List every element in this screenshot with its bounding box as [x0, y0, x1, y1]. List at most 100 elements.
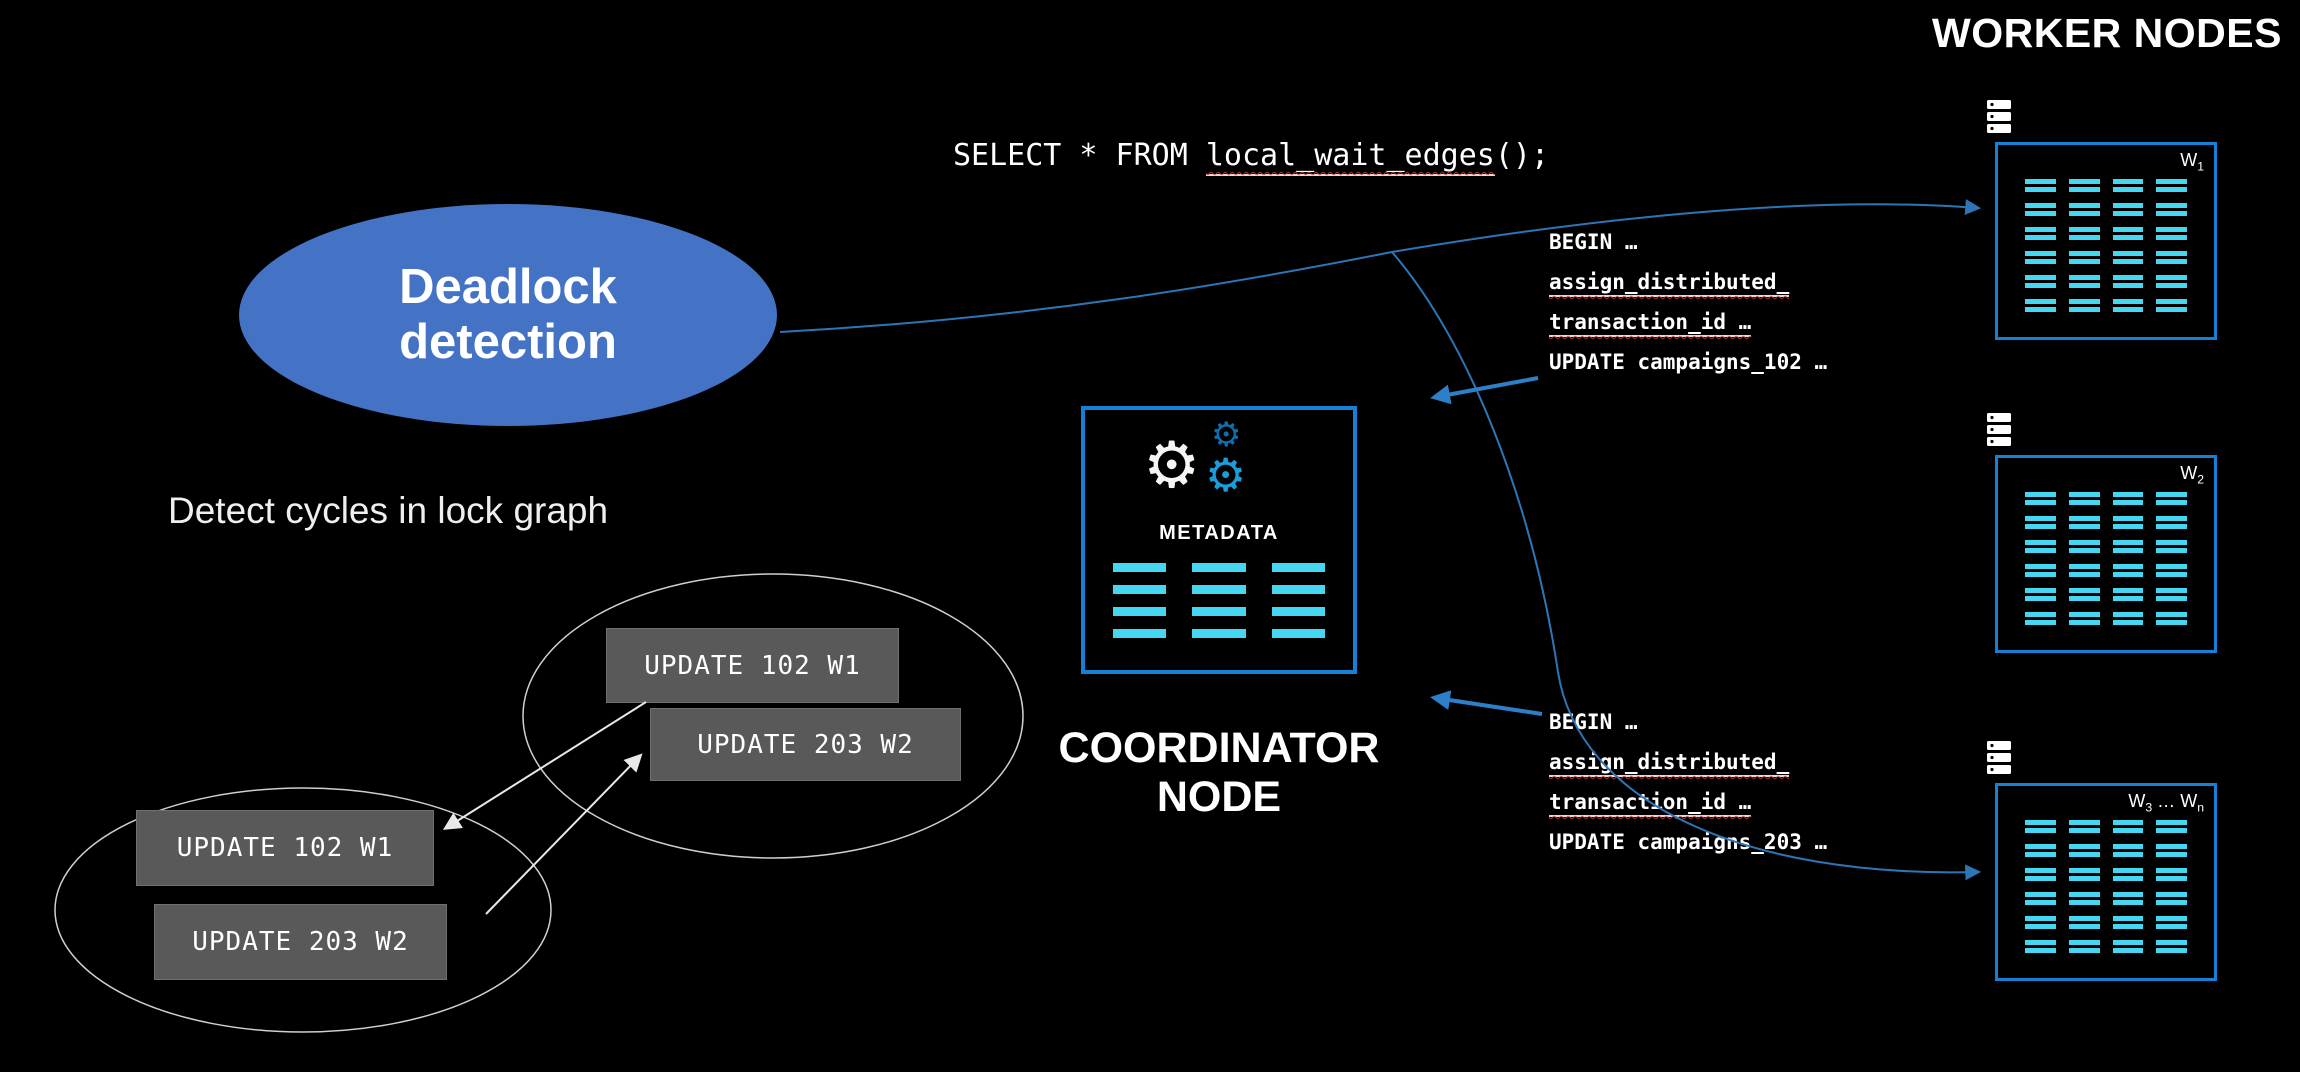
worker-label-text: W	[2180, 463, 2198, 483]
shard-cell	[2156, 179, 2187, 192]
shard-cell	[2068, 820, 2100, 833]
coordinator-node-box: ⚙ ⚙ ⚙ METADATA	[1081, 406, 1357, 674]
worker-label-sub2: n	[2197, 800, 2204, 815]
shard-cell	[2112, 251, 2144, 264]
coordinator-node-label: COORDINATOR NODE	[1044, 724, 1394, 823]
shard-cell	[2025, 516, 2056, 529]
shard-cell	[2112, 940, 2144, 953]
shard-cell	[1271, 629, 1325, 638]
gears-icon: ⚙ ⚙ ⚙	[1085, 415, 1353, 520]
worker-label-sub: 1	[2197, 159, 2204, 174]
shard-cell	[2025, 179, 2056, 192]
shard-cell	[2068, 868, 2100, 881]
txn-line: BEGIN …	[1549, 710, 1638, 734]
shard-cell	[2025, 892, 2056, 905]
shard-cell	[2068, 203, 2100, 216]
shard-cell	[2112, 916, 2144, 929]
arrow-txn1-to-coordinator	[1430, 376, 1539, 405]
shard-cell	[2068, 940, 2100, 953]
shard-cell	[2112, 516, 2144, 529]
shard-cell	[2025, 203, 2056, 216]
gear-icon-light-blue: ⚙	[1205, 448, 1247, 502]
txn-line-underlined: transaction_id …	[1549, 310, 1752, 337]
shard-cell	[2156, 940, 2187, 953]
shard-cell	[2068, 588, 2100, 601]
shard-cell	[2156, 516, 2187, 529]
shard-cell	[2156, 492, 2187, 505]
worker-label-sep: …	[2152, 791, 2181, 811]
shard-cell	[1113, 629, 1167, 638]
shard-cell	[2112, 564, 2144, 577]
shard-cell	[2068, 892, 2100, 905]
shard-cell	[2025, 916, 2056, 929]
shard-cell	[2068, 275, 2100, 288]
lock-graph-caption: Detect cycles in lock graph	[168, 490, 609, 531]
shard-cell	[2156, 892, 2187, 905]
metadata-label: METADATA	[1159, 522, 1279, 544]
worker-nodes-title: WORKER NODES	[1932, 10, 2282, 56]
shard-cell	[2156, 299, 2187, 312]
shard-cell	[2156, 588, 2187, 601]
shard-cell	[2156, 612, 2187, 625]
shard-cell	[2025, 251, 2056, 264]
shard-cell	[1113, 585, 1167, 594]
coordinator-label-line2: NODE	[1156, 773, 1282, 822]
shard-cell	[2112, 299, 2144, 312]
shard-cell	[2112, 179, 2144, 192]
shard-cell	[2025, 540, 2056, 553]
shard-cell	[1271, 563, 1325, 572]
deadlock-detection-label: Deadlock detection	[399, 260, 617, 370]
shard-cell	[2112, 227, 2144, 240]
shard-cell	[2068, 179, 2100, 192]
shard-cell	[2156, 564, 2187, 577]
shard-cell	[2156, 203, 2187, 216]
lock-cycle-arrow-down	[442, 701, 647, 830]
sql-query: SELECT * FROM local_wait_edges();	[953, 138, 1549, 176]
shard-cell	[2156, 820, 2187, 833]
shard-cell	[2068, 916, 2100, 929]
txn-line: UPDATE campaigns_203 …	[1549, 830, 1828, 854]
shard-cell	[2112, 844, 2144, 857]
shard-cell	[2068, 299, 2100, 312]
lock-box-update-102-w1-bottom: UPDATE 102 W1	[136, 810, 434, 886]
shard-cell	[2068, 564, 2100, 577]
shard-cell	[2025, 299, 2056, 312]
lock-cycle-arrow-up	[485, 753, 643, 915]
gear-icon-dark-blue: ⚙	[1211, 415, 1242, 455]
worker-label-text: W	[2180, 150, 2198, 170]
shard-cell	[2025, 844, 2056, 857]
shard-grid	[2025, 820, 2187, 953]
shard-cell	[2112, 203, 2144, 216]
shard-cell	[2068, 844, 2100, 857]
deadlock-line2: detection	[399, 315, 617, 369]
sql-prefix: SELECT * FROM	[953, 138, 1206, 173]
shard-cell	[1113, 607, 1167, 616]
shard-cell	[2112, 868, 2144, 881]
txn-line: UPDATE campaigns_102 …	[1549, 350, 1828, 374]
shard-cell	[1192, 585, 1246, 594]
shard-cell	[2156, 227, 2187, 240]
server-icon	[1987, 100, 2011, 133]
lock-box-update-203-w2-top: UPDATE 203 W2	[650, 708, 961, 781]
shard-cell	[1271, 585, 1325, 594]
server-icon	[1987, 413, 2011, 446]
gear-icon-white: ⚙	[1143, 429, 1201, 503]
shard-cell	[1192, 563, 1246, 572]
shard-cell	[2025, 564, 2056, 577]
shard-cell	[2025, 227, 2056, 240]
shard-cell	[2068, 540, 2100, 553]
shard-cell	[2112, 820, 2144, 833]
deadlock-line1: Deadlock	[399, 260, 617, 315]
shard-cell	[2156, 540, 2187, 553]
server-icon	[1987, 741, 2011, 774]
transaction-block-1: BEGIN … assign_distributed_ transaction_…	[1549, 222, 1827, 382]
shard-cell	[2068, 612, 2100, 625]
metadata-grid	[1113, 563, 1325, 638]
shard-grid	[2025, 492, 2187, 625]
shard-grid	[2025, 179, 2187, 312]
shard-cell	[2156, 275, 2187, 288]
worker-label-text: W	[2128, 791, 2146, 811]
shard-cell	[2112, 892, 2144, 905]
arrow-txn2-to-coordinator	[1430, 690, 1543, 716]
